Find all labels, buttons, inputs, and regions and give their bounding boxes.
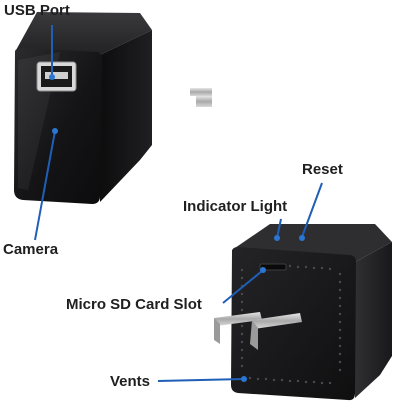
sd-callout-dot [260,267,266,273]
vents-label: Vents [110,373,151,390]
indicator-callout-dot [274,235,280,241]
reset-label: Reset [302,161,343,178]
camera-callout-line [34,130,56,241]
charger-back-view [214,224,392,401]
usb-port [36,61,77,92]
plug-prongs [214,312,302,350]
camera-callout-dot [52,128,58,134]
camera-label: Camera [3,241,59,258]
indicator-light-label: Indicator Light [183,198,288,215]
vents-callout-line [157,378,245,382]
callout-dots [49,74,305,382]
indicator-callout-line [276,218,282,239]
vent-grille [240,264,342,385]
usb-callout-dot [49,74,55,80]
reset-callout-dot [299,235,305,241]
usb-port-label: USB Port [4,2,70,19]
micro-sd-card-slot-label: Micro SD Card Slot [66,296,202,313]
vents-callout-dot [241,376,247,382]
sd-card-slot [259,263,287,271]
charger-front-view [14,12,212,204]
reset-callout-line [301,182,323,238]
callouts [34,25,323,382]
sd-callout-line [222,270,263,304]
